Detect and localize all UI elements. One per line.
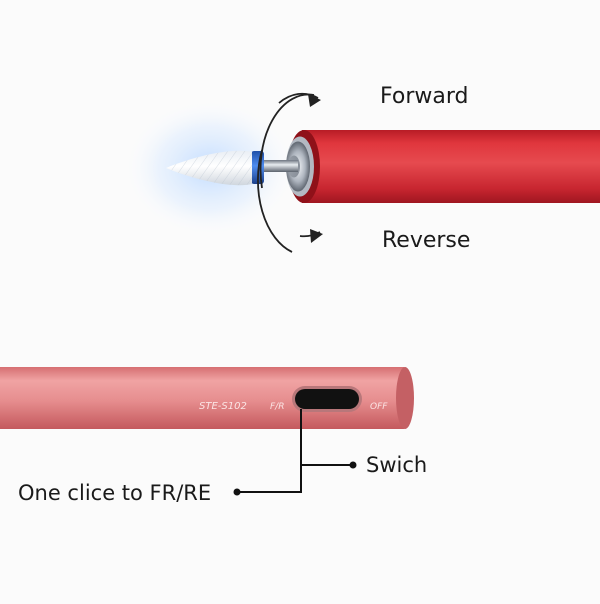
model-marking: STE-S102 — [199, 401, 247, 412]
switch-button — [295, 389, 359, 409]
rotation-arc-front — [299, 231, 321, 238]
arrow-forward-icon — [308, 94, 321, 107]
fr-marking: F/R — [270, 402, 284, 412]
red-tube — [302, 130, 600, 203]
pink-tube-end — [396, 367, 414, 429]
bit-shank — [262, 160, 298, 172]
nail-bit — [122, 98, 298, 238]
rotation-arc-upper — [278, 92, 319, 104]
pink-tube — [0, 367, 409, 429]
rotation-arc-back — [259, 93, 315, 189]
off-marking: OFF — [370, 402, 388, 412]
lower-handpiece: STE-S102 F/R OFF — [0, 367, 414, 429]
upper-handpiece — [286, 130, 600, 203]
arrow-reverse-icon — [310, 229, 323, 243]
rotation-arrows-icon — [257, 92, 321, 253]
reverse-label: Reverse — [382, 228, 471, 253]
callout-lines — [238, 409, 352, 493]
callout-switch-dot — [349, 461, 357, 469]
callout-oneclick-line — [238, 409, 302, 493]
forward-label: Forward — [380, 84, 469, 109]
callout-oneclick-dot — [233, 488, 241, 496]
rotation-arc-lower — [257, 149, 293, 253]
bit-head-texture — [166, 150, 252, 186]
one-click-label: One clice to FR/RE — [18, 481, 212, 505]
switch-label: Swich — [366, 453, 428, 477]
